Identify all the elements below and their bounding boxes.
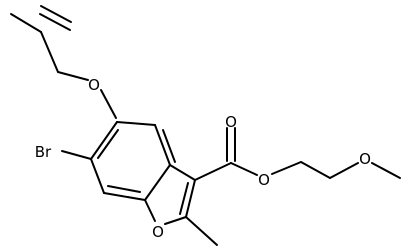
- methoxy-oxygen-label: O: [359, 150, 371, 168]
- ethylene-bond: [300, 161, 331, 179]
- ester-oxygen-label: O: [258, 171, 270, 189]
- carbonyl-oxygen-label: O: [225, 113, 237, 131]
- ether-oxygen-label: O: [88, 76, 100, 94]
- benzene-bond-c7-c6: [90, 158, 105, 194]
- furan-methyl-bond: [185, 216, 218, 246]
- benzene-bond-c4-c3a-inner: [162, 129, 176, 163]
- benzene-bond-c4-c3a: [154, 124, 171, 166]
- furan-bond-c2-o1: [164, 216, 187, 225]
- oxygen-ring-bond: [100, 89, 117, 119]
- carbonyl-ester-oxygen-bond: [230, 162, 258, 176]
- benzene-bond-c7a-c7-inner: [107, 185, 141, 193]
- ch2-oxygen-bond: [57, 71, 89, 81]
- ch2-methoxy-oxygen-bond: [329, 162, 359, 179]
- furan-bond-c3a-c3: [169, 164, 196, 181]
- methoxy-methyl-bond: [371, 162, 401, 179]
- bromine-bond: [61, 150, 92, 160]
- furan-bond-c3-c2-inner: [179, 182, 189, 215]
- benzene-bond-c7a-c7: [103, 192, 146, 201]
- ring-carbonyl-bond: [194, 162, 232, 181]
- alkene-double-bond-inner: [39, 13, 71, 31]
- furan-oxygen-label: O: [152, 223, 164, 241]
- benzene-bond-c6-c5: [90, 121, 118, 160]
- allyl-methyl-bond: [10, 13, 42, 33]
- benzene-bond-c5-c4: [116, 121, 156, 126]
- ester-oxygen-ch2-bond: [271, 161, 302, 175]
- benzene-bond-c6-c5-inner: [97, 129, 119, 159]
- alkene-double-bond-outer: [40, 5, 72, 23]
- furan-bond-c7a-o1: [144, 199, 156, 222]
- allyl-ch2-bond: [40, 31, 59, 73]
- furan-bond-c3-c2: [185, 179, 196, 218]
- bromine-label: Br: [35, 143, 52, 161]
- benzene-bond-c3a-c7a: [144, 164, 171, 201]
